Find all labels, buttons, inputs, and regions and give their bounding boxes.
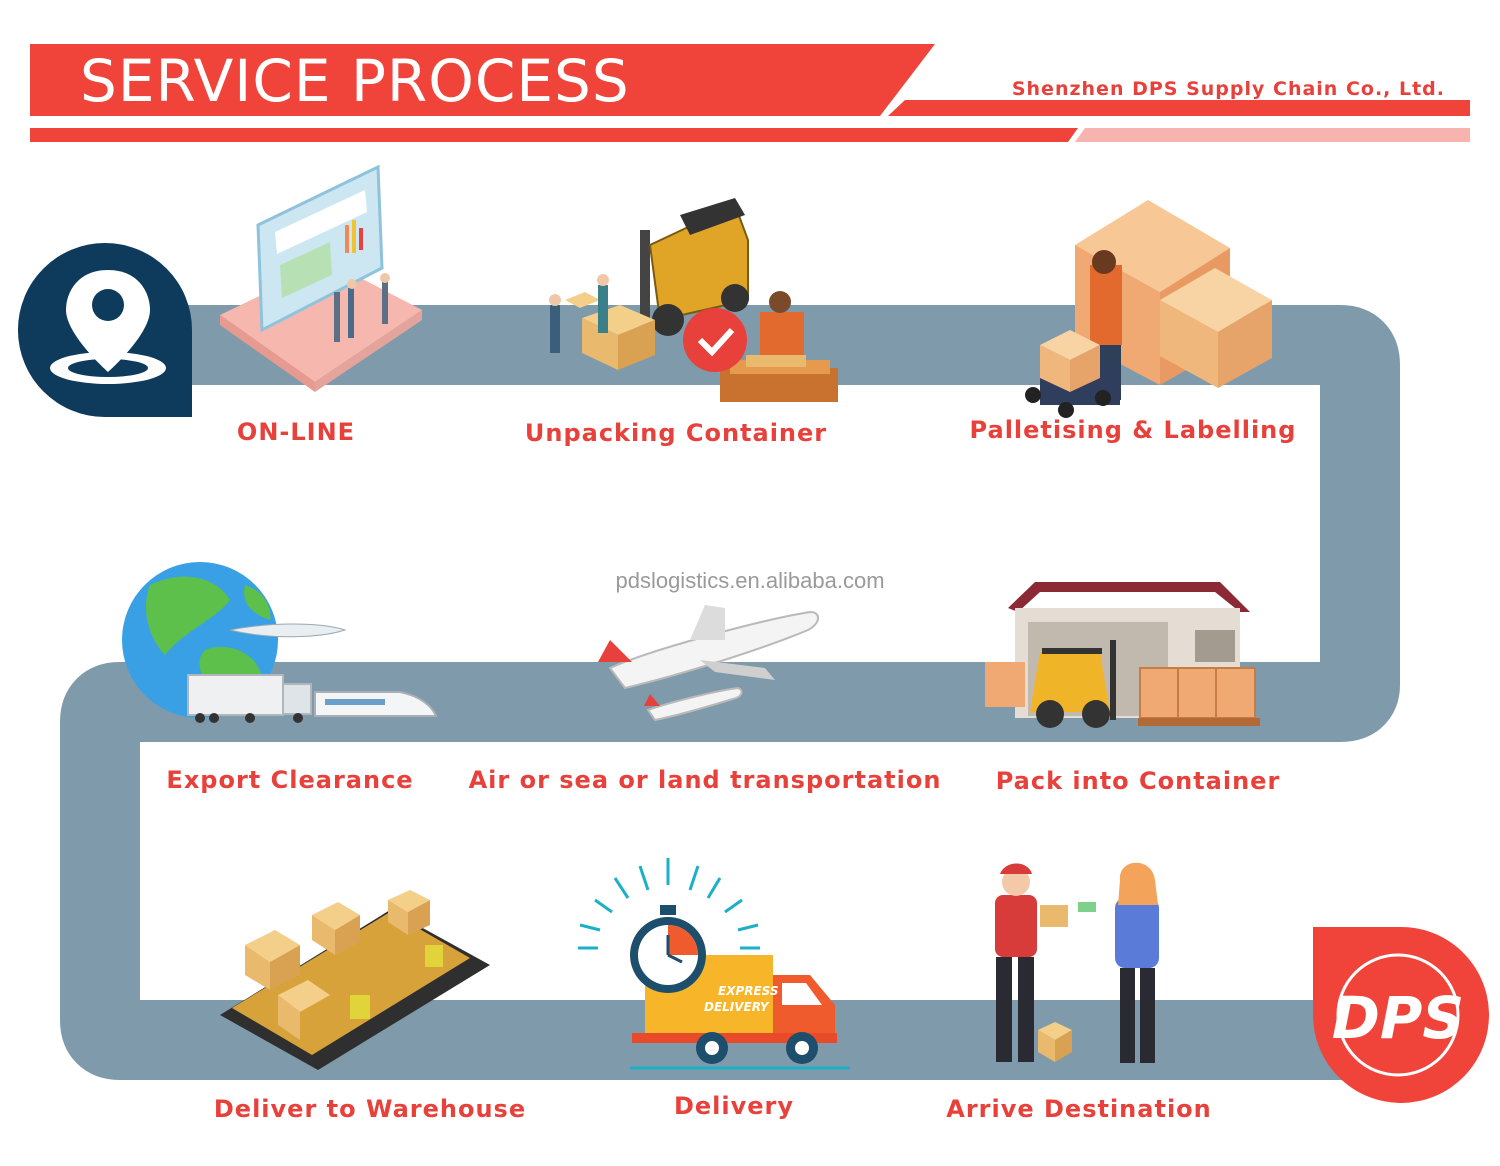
bottom-stripe [30,128,1078,142]
step-label-arrive-destination: Arrive Destination [946,1095,1212,1123]
company-name: Shenzhen DPS Supply Chain Co., Ltd. [1011,78,1445,100]
bottom-stripe-light [1075,128,1470,142]
page-title: SERVICE PROCESS [80,47,630,115]
step-label-palletising-labelling: Palletising & Labelling [969,416,1297,444]
step-label-pack-into-container: Pack into Container [995,767,1281,795]
road-path [60,305,1400,1080]
step-label-unpacking-container: Unpacking Container [524,419,828,447]
header-banner [30,44,1470,142]
company-underline [888,100,1470,116]
title-band [30,44,935,116]
step-label-transportation: Air or sea or land transportation [468,766,942,794]
step-label-delivery: Delivery [673,1092,795,1120]
step-label-export-clearance: Export Clearance [166,766,414,794]
watermark-text: pdslogistics.en.alibaba.com [615,568,885,593]
truck-text-express: EXPRESS [718,984,779,998]
step-label-online: ON-LINE [236,418,356,446]
truck-text-delivery: DELIVERY [704,1000,770,1014]
logo-text: DPS [1332,984,1464,1052]
step-label-deliver-to-warehouse: Deliver to Warehouse [213,1095,527,1123]
